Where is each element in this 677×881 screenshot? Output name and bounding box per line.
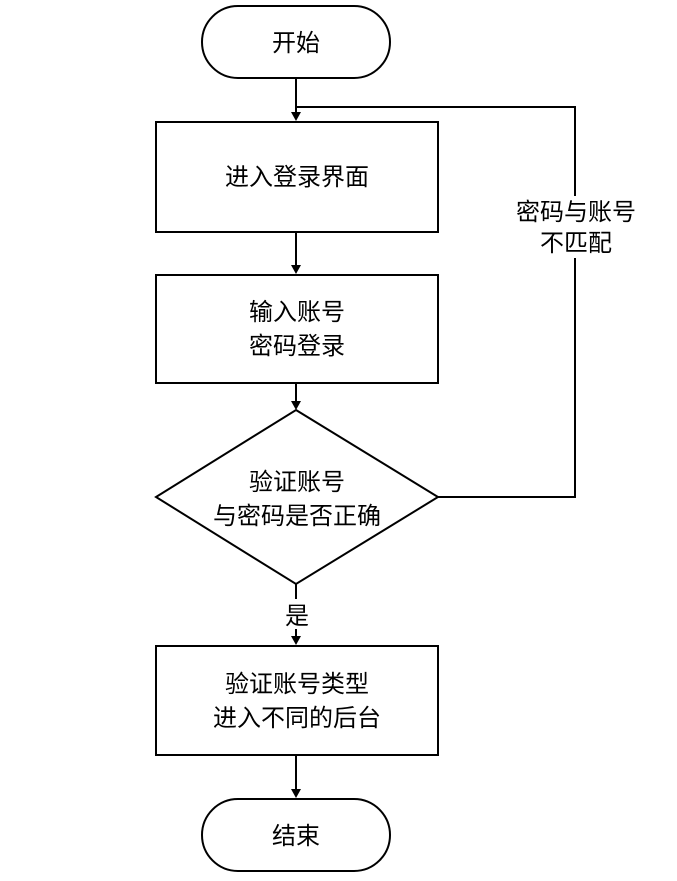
yes-label: 是 <box>285 602 309 630</box>
mismatch-label-background <box>505 196 647 258</box>
end-label: 结束 <box>272 822 320 850</box>
verify-line-2: 与密码是否正确 <box>213 502 381 530</box>
route-by-type-node: 验证账号类型 进入不同的后台 <box>155 645 439 756</box>
mismatch-label-line-1: 密码与账号 <box>516 198 636 226</box>
input-credentials-line-1: 输入账号 <box>249 298 345 326</box>
end-node: 结束 <box>201 798 391 872</box>
verify-decision-node: 验证账号 与密码是否正确 <box>154 408 440 586</box>
yes-label-background <box>282 599 312 629</box>
edge-start-to-login <box>291 78 301 121</box>
start-node: 开始 <box>201 5 391 79</box>
login-screen-node: 进入登录界面 <box>155 121 439 233</box>
verify-line-1: 验证账号 <box>249 468 345 496</box>
start-label: 开始 <box>272 29 320 57</box>
edge-login-to-input <box>291 232 301 274</box>
edge-input-to-verify <box>291 383 301 410</box>
input-credentials-node: 输入账号 密码登录 <box>155 274 439 384</box>
route-line-1: 验证账号类型 <box>225 670 369 698</box>
login-screen-label: 进入登录界面 <box>225 163 369 191</box>
edge-route-to-end <box>291 755 301 798</box>
input-credentials-line-2: 密码登录 <box>249 332 345 360</box>
route-line-2: 进入不同的后台 <box>213 704 381 732</box>
edge-mismatch-loop <box>296 106 576 498</box>
mismatch-label-line-2: 不匹配 <box>540 229 612 257</box>
